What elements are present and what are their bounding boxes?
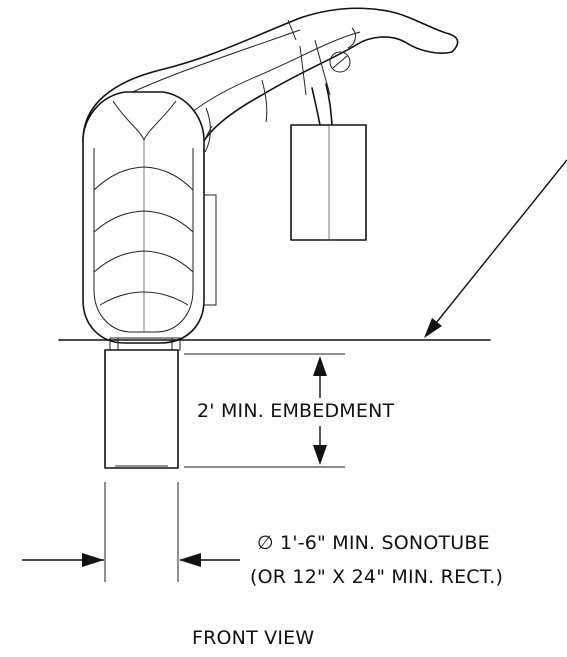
embedment-note: 2' MIN. EMBEDMENT [197, 400, 395, 422]
footing-sonotube [104, 349, 179, 469]
curved-tube-body [82, 7, 459, 351]
embedment-dimension [184, 353, 345, 468]
diameter-dimension [22, 482, 240, 582]
hanging-receptacle [290, 83, 367, 241]
sonotube-note: ∅ 1'-6" MIN. SONOTUBE [257, 532, 490, 554]
view-title: FRONT VIEW [192, 627, 315, 649]
sonotube-alt-note: (OR 12" X 24" MIN. RECT.) [250, 566, 504, 588]
ground-leader-arrow [424, 159, 567, 338]
